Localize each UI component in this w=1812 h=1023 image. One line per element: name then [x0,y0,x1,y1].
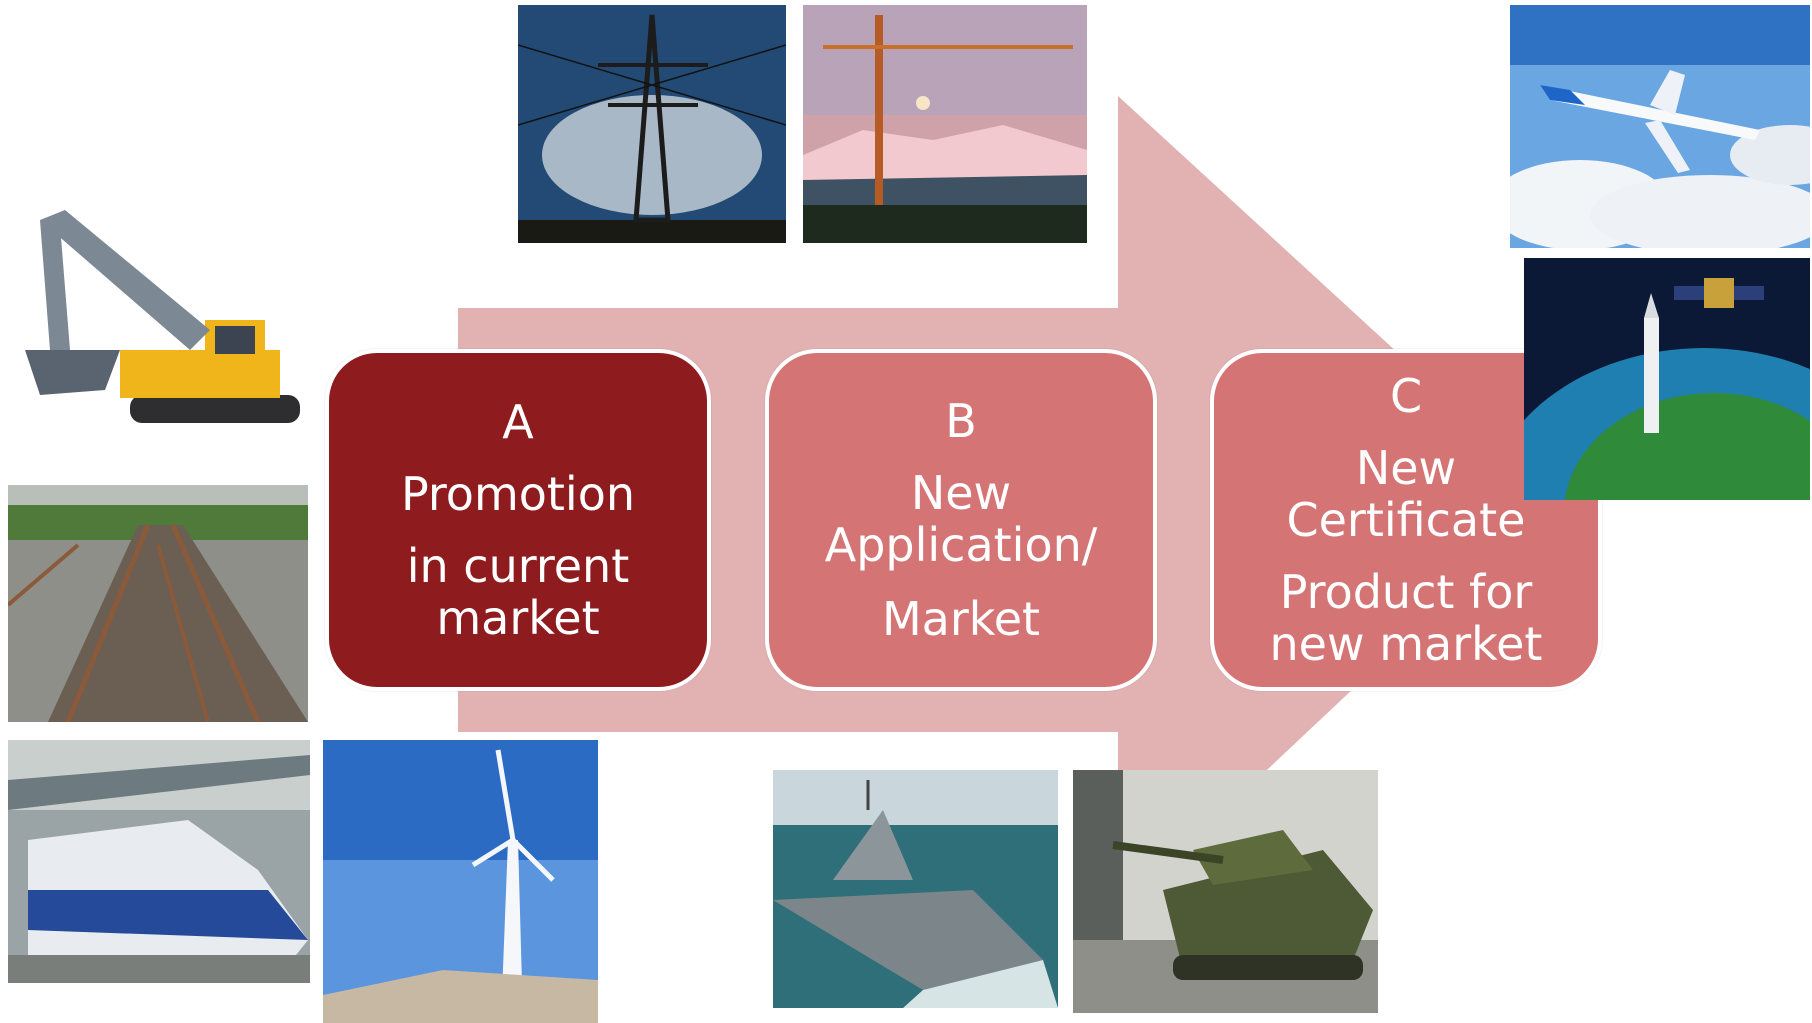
satellite-rocket-earth-photo [1524,258,1810,500]
stage-c-line3: Product for [1279,565,1533,619]
stage-b-line3: Market [881,592,1041,646]
excavator-photo [10,200,310,435]
tower-crane-photo [803,5,1087,243]
stage-a-line2: in current [406,539,630,593]
navy-ship-photo [773,770,1058,1008]
wind-turbine-photo [323,740,598,1023]
stage-c-line4: new market [1269,617,1543,671]
stage-b-line2: Application/ [824,518,1098,572]
power-pylon-photo [518,5,786,243]
stage-a-box: A Promotion in current market [325,349,711,691]
stage-a-letter: A [502,395,534,449]
stage-c-letter: C [1389,369,1423,423]
boeing-airplane-photo [1510,5,1810,248]
stage-c-box: C New Certificate Product for new market [1210,349,1602,691]
stage-a-line3: market [436,591,600,645]
stage-c-line2: Certificate [1286,493,1526,547]
ktx-train-photo [8,740,310,983]
railway-track-photo [8,485,308,722]
stage-b-letter: B [945,394,977,448]
battle-tank-photo [1073,770,1378,1013]
stage-a-line1: Promotion [400,467,636,521]
stage-c-line1: New [1355,441,1457,495]
stage-b-box: B New Application/ Market [765,349,1157,691]
stage-b-line1: New [910,466,1012,520]
